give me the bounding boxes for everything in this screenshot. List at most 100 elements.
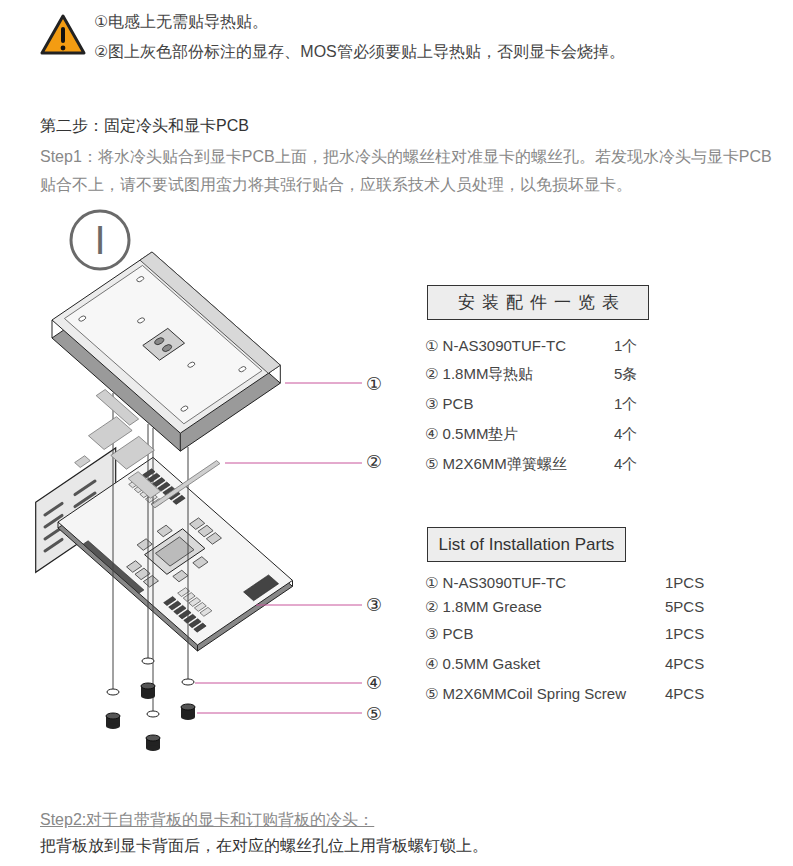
table-cell: 1个	[614, 395, 637, 412]
drawing-part	[225, 463, 362, 464]
table-header-box: 安装配件一览表	[427, 285, 649, 320]
drawing-part	[107, 689, 119, 695]
callout-number: ⑤	[366, 704, 382, 724]
drawing-part	[198, 525, 213, 537]
callout-number: ②	[366, 452, 382, 472]
drawing-part	[45, 503, 62, 515]
label-holder: 4PCS	[665, 654, 704, 674]
label-holder: ②图上灰色部份标注的显存、MOS管必须要贴上导热贴，否则显卡会烧掉。	[94, 42, 625, 62]
drawing-part	[78, 315, 87, 322]
step-number-circle: I	[69, 209, 131, 271]
table-cell: 4PCS	[665, 655, 704, 672]
node-text: I	[94, 218, 105, 263]
label-holder: ③ PCB	[425, 394, 473, 414]
drawing-part	[153, 336, 165, 345]
step-subheading: Step2:对于自带背板的显卡和订购背板的冷头：	[40, 811, 374, 828]
drawing-part	[280, 365, 281, 383]
node-text: 安装配件一览表	[451, 291, 626, 314]
drawing-part	[78, 276, 247, 413]
label-holder: ①	[366, 374, 382, 394]
drawing-part	[61, 46, 66, 51]
drawing-part	[190, 518, 205, 530]
label-holder: ② 1.8MM导热贴	[425, 364, 533, 384]
table-cell: 4PCS	[665, 685, 704, 702]
label-holder: ④ 0.5MM Gasket	[425, 654, 540, 674]
drawing-part	[181, 714, 195, 720]
drawing-part	[256, 605, 362, 606]
graphics-card-pcb	[58, 457, 293, 651]
table-cell: ⑤ M2X6MM弹簧螺丝	[425, 455, 567, 472]
drawing-part	[161, 343, 173, 352]
label-holder: 1PCS	[665, 624, 704, 644]
label-holder: ① N-AS3090TUF-TC	[425, 336, 566, 356]
drawing-part	[143, 328, 185, 360]
drawing-part	[75, 456, 91, 468]
label-holder: ⑤ M2X6MMCoil Spring Screw	[425, 684, 626, 704]
label-holder: ③ PCB	[425, 624, 473, 644]
drawing-part	[244, 575, 279, 601]
label-holder: ① N-AS3090TUF-TC	[425, 573, 566, 593]
callout-number: ④	[366, 673, 382, 693]
table-cell: 1PCS	[665, 574, 704, 591]
drawing-part	[292, 580, 293, 586]
table-cell: 4个	[614, 425, 637, 442]
instruction-text: Step1：将水冷头贴合到显卡PCB上面，把水冷头的螺丝柱对准显卡的螺丝孔。若发…	[40, 148, 772, 193]
label-holder: ③	[366, 595, 382, 615]
drawing-part	[173, 495, 185, 504]
label-holder: Step2:对于自带背板的显卡和订购背板的冷头：	[40, 810, 374, 830]
table-cell: 1PCS	[665, 625, 704, 642]
drawing-part	[181, 704, 195, 710]
drawing-part	[52, 320, 53, 338]
label-holder: 4个	[614, 454, 637, 474]
label-holder: ④ 0.5MM垫片	[425, 424, 518, 444]
label-holder: 1个	[614, 394, 637, 414]
drawing-part	[136, 276, 145, 283]
label-holder: 第二步：固定冷头和显卡PCB	[40, 116, 249, 136]
warning-note: ①电感上无需贴导热贴。	[94, 13, 268, 30]
drawing-part	[42, 16, 84, 53]
drawing-part	[146, 745, 160, 751]
label-holder: 4PCS	[665, 684, 704, 704]
drawing-part	[285, 383, 362, 384]
table-cell: ② 1.8MM导热贴	[425, 365, 533, 382]
drawing-part	[200, 607, 212, 616]
drawing-part	[146, 735, 160, 741]
spring-screws	[106, 683, 195, 751]
drawing-part	[173, 570, 188, 582]
table-cell: 1个	[614, 337, 637, 354]
drawing-part	[136, 317, 145, 324]
node-text: List of Installation Parts	[439, 535, 615, 555]
drawing-part	[238, 366, 247, 373]
drawing-part	[193, 557, 208, 569]
drawing-part	[195, 683, 362, 684]
drawing-part	[61, 27, 65, 43]
drawing-part	[88, 417, 132, 450]
drawing-part	[83, 541, 144, 594]
label-holder: 1个	[614, 336, 637, 356]
drawing-part	[128, 472, 160, 498]
water-block	[52, 252, 280, 451]
drawing-part	[137, 539, 152, 551]
drawing-part	[197, 713, 362, 714]
label-holder: ② 1.8MM Grease	[425, 597, 542, 617]
drawing-part	[117, 510, 231, 596]
drawing-part	[148, 424, 149, 658]
table-cell: ① N-AS3090TUF-TC	[425, 337, 566, 354]
table-cell: ④ 0.5MM垫片	[425, 425, 518, 442]
drawing-part	[106, 723, 120, 729]
drawing-part	[152, 461, 220, 508]
table-cell: ③ PCB	[425, 395, 473, 412]
drawing-part	[153, 428, 154, 711]
drawing-part	[106, 713, 120, 719]
drawing-part	[111, 436, 155, 469]
drawing-part	[180, 405, 189, 412]
drawing-part	[182, 679, 194, 685]
drawing-part	[147, 711, 159, 717]
step-heading: 第二步：固定冷头和显卡PCB	[40, 117, 249, 134]
label-holder: Step1：将水冷头贴合到显卡PCB上面，把水冷头的螺丝柱对准显卡的螺丝孔。若发…	[40, 143, 785, 199]
label-holder: 1PCS	[665, 573, 704, 593]
label-holder: 4个	[614, 424, 637, 444]
table-cell: ③ PCB	[425, 625, 473, 642]
drawing-part	[187, 361, 196, 368]
